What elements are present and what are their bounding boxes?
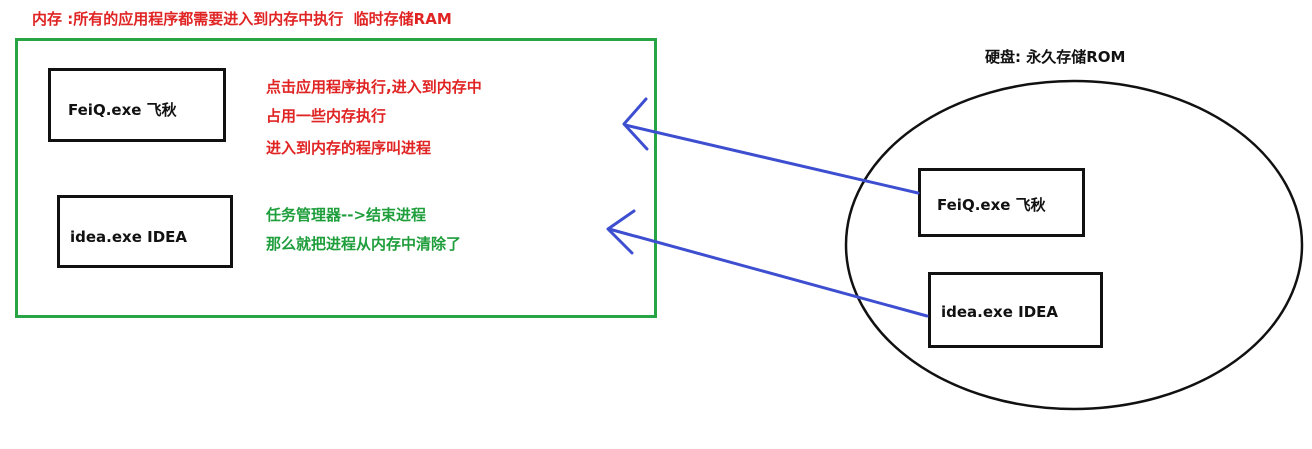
disk-program-label-feiq: FeiQ.exe 飞秋 (937, 196, 1046, 214)
disk-program-box-feiq (918, 168, 1085, 237)
memory-program-label-idea: idea.exe IDEA (70, 228, 188, 246)
arrow-idea-to-memory (606, 209, 929, 318)
memory-program-box-idea (57, 195, 233, 268)
memory-program-box-feiq (48, 68, 226, 142)
note-end-line-2: 那么就把进程从内存中清除了 (266, 235, 462, 253)
memory-program-label-feiq: FeiQ.exe 飞秋 (68, 101, 177, 119)
arrow-shaft (607, 227, 929, 318)
arrow-head (622, 97, 649, 151)
disk-title: 硬盘: 永久存储ROM (985, 48, 1126, 66)
disk-circle (844, 79, 1304, 411)
arrow-feiq-to-memory (622, 97, 920, 195)
memory-region-border (15, 38, 657, 318)
arrow-head (606, 209, 636, 255)
note-enter-line-2: 占用一些内存执行 (266, 107, 387, 125)
note-enter-line-1: 点击应用程序执行,进入到内存中 (266, 78, 482, 96)
arrow-shaft (623, 123, 920, 195)
note-enter-line-3: 进入到内存的程序叫进程 (266, 139, 432, 157)
disk-program-label-idea: idea.exe IDEA (941, 303, 1059, 321)
note-end-line-1: 任务管理器-->结束进程 (266, 206, 427, 224)
disk-program-box-idea (928, 272, 1103, 348)
memory-title: 内存 :所有的应用程序都需要进入到内存中执行 临时存储RAM (32, 10, 452, 28)
